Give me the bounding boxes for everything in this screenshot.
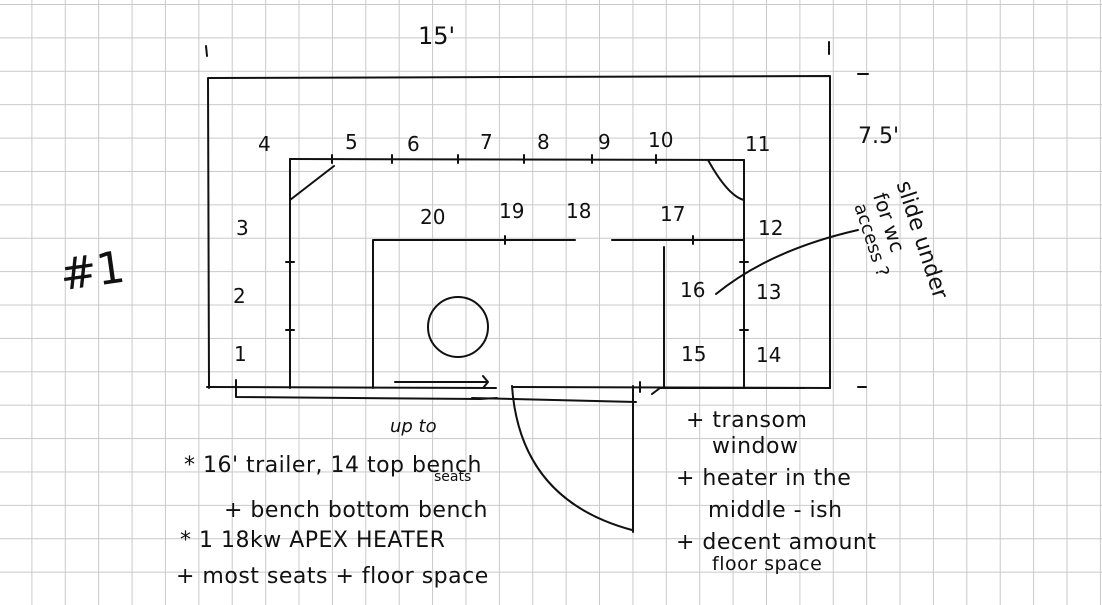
door-swing [511,381,641,533]
note-right-1: + transom [686,408,808,433]
corner-left [289,165,335,201]
seat-number-11: 11 [745,132,771,156]
seat-number-16: 16 [680,278,706,302]
floor-underline [235,379,805,403]
top-bench [289,158,745,161]
seat-number-15: 15 [681,342,707,366]
width-dimension: 7.5' [858,124,900,149]
seat-number-6: 6 [407,132,420,156]
seat-number-2: 2 [233,284,246,308]
bench-ticks [285,154,749,331]
seat-number-19: 19 [499,199,525,223]
note-left-2: + bench bottom bench [224,498,488,523]
side-note-arrow [715,229,859,295]
floor-line-left [206,386,497,389]
seat-number-18: 18 [566,199,592,223]
page-number: #1 [56,241,129,302]
note-right-3: + heater in the [676,466,852,491]
note-right-2: window [712,434,799,459]
note-left-3: * 1 18kw APEX HEATER [180,528,446,553]
width-tick-left [205,45,208,57]
seat-number-8: 8 [537,130,550,154]
seat-number-1: 1 [234,342,247,366]
note-up-to: up to [390,416,437,437]
corner-right [707,159,745,201]
seat-number-4: 4 [258,132,271,156]
trailer-outline [207,75,831,389]
lower-bench [372,239,745,389]
seat-number-5: 5 [345,130,358,154]
seat-number-17: 17 [660,202,686,226]
note-right-4: middle - ish [708,498,843,523]
seat-number-10: 10 [648,128,674,152]
door-slot [394,375,489,389]
seat-number-12: 12 [758,216,784,240]
seat-number-14: 14 [756,343,782,367]
note-left-1: * 16' trailer, 14 top bench [184,453,482,478]
seat-number-9: 9 [598,130,611,154]
lower-bench-ticks [504,235,694,245]
seat-number-7: 7 [480,130,493,154]
note-right-6: floor space [712,553,823,575]
seat-number-13: 13 [756,280,782,304]
seat-number-3: 3 [236,216,249,240]
note-left-4: + most seats + floor space [176,564,489,589]
note-left-seats: seats [434,469,472,485]
heater-circle [427,296,489,358]
note-right-5: + decent amount [676,530,877,555]
seat-number-20: 20 [420,205,446,229]
length-dimension: 15' [418,22,456,50]
